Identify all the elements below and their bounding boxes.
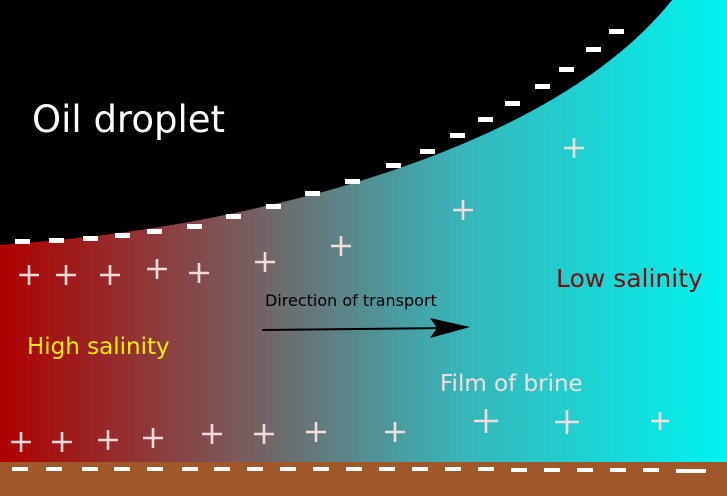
brine-film-positive-charges bbox=[11, 138, 669, 452]
negative-charge bbox=[305, 191, 320, 196]
rock-surface-negative-charges bbox=[12, 467, 706, 473]
negative-charge bbox=[676, 469, 706, 473]
negative-charge bbox=[313, 467, 329, 471]
positive-charge bbox=[56, 265, 76, 285]
rock-surface bbox=[0, 462, 727, 496]
direction-of-transport-label: Direction of transport bbox=[265, 291, 437, 310]
negative-charge bbox=[643, 468, 659, 472]
negative-charge bbox=[280, 467, 296, 471]
negative-charge bbox=[505, 101, 520, 106]
negative-charge bbox=[114, 467, 130, 471]
positive-charge bbox=[100, 265, 120, 285]
negative-charge bbox=[46, 467, 62, 471]
positive-charge bbox=[453, 200, 473, 220]
positive-charge bbox=[385, 422, 405, 442]
negative-charge bbox=[82, 467, 98, 471]
positive-charge bbox=[52, 432, 72, 452]
positive-charge bbox=[202, 424, 222, 444]
negative-charge bbox=[15, 239, 30, 244]
negative-charge bbox=[226, 214, 241, 219]
high-salinity-label: High salinity bbox=[27, 334, 170, 360]
negative-charge bbox=[147, 229, 162, 234]
arrowhead-icon bbox=[430, 318, 470, 338]
negative-charge bbox=[147, 467, 163, 471]
negative-charge bbox=[609, 29, 624, 34]
film-of-brine-label: Film of brine bbox=[440, 371, 583, 397]
transport-arrow bbox=[261, 318, 470, 338]
negative-charge bbox=[346, 467, 362, 471]
negative-charge bbox=[214, 467, 230, 471]
negative-charge bbox=[586, 47, 601, 52]
positive-charge bbox=[189, 263, 209, 283]
oil-surface-negative-charges bbox=[15, 29, 624, 244]
oil-droplet-label: Oil droplet bbox=[32, 98, 225, 141]
negative-charge bbox=[115, 233, 130, 238]
negative-charge bbox=[450, 133, 465, 138]
negative-charge bbox=[12, 467, 28, 471]
negative-charge bbox=[559, 67, 574, 72]
positive-charge bbox=[555, 410, 579, 434]
negative-charge bbox=[535, 84, 550, 89]
positive-charge bbox=[474, 409, 498, 433]
positive-charge bbox=[254, 424, 274, 444]
negative-charge bbox=[544, 468, 560, 472]
negative-charge bbox=[577, 468, 593, 472]
negative-charge bbox=[182, 467, 198, 471]
negative-charge bbox=[478, 117, 493, 122]
positive-charge bbox=[255, 252, 275, 272]
negative-charge bbox=[379, 467, 395, 471]
negative-charge bbox=[83, 236, 98, 241]
positive-charge bbox=[143, 428, 163, 448]
negative-charge bbox=[266, 204, 281, 209]
positive-charge bbox=[19, 265, 39, 285]
negative-charge bbox=[445, 467, 461, 471]
low-salinity-label: Low salinity bbox=[556, 264, 703, 293]
negative-charge bbox=[247, 467, 263, 471]
positive-charge bbox=[147, 259, 167, 279]
negative-charge bbox=[49, 238, 64, 243]
positive-charge bbox=[331, 236, 351, 256]
negative-charge bbox=[187, 224, 202, 229]
positive-charge bbox=[564, 138, 584, 158]
negative-charge bbox=[420, 149, 435, 154]
oil-droplet-shape bbox=[0, 0, 672, 245]
negative-charge bbox=[386, 163, 401, 168]
positive-charge bbox=[11, 432, 31, 452]
positive-charge bbox=[98, 430, 118, 450]
positive-charge bbox=[306, 422, 326, 442]
positive-charge bbox=[651, 412, 669, 430]
negative-charge bbox=[610, 468, 626, 472]
negative-charge bbox=[412, 467, 428, 471]
negative-charge bbox=[478, 467, 494, 471]
negative-charge bbox=[345, 179, 360, 184]
negative-charge bbox=[511, 468, 527, 472]
